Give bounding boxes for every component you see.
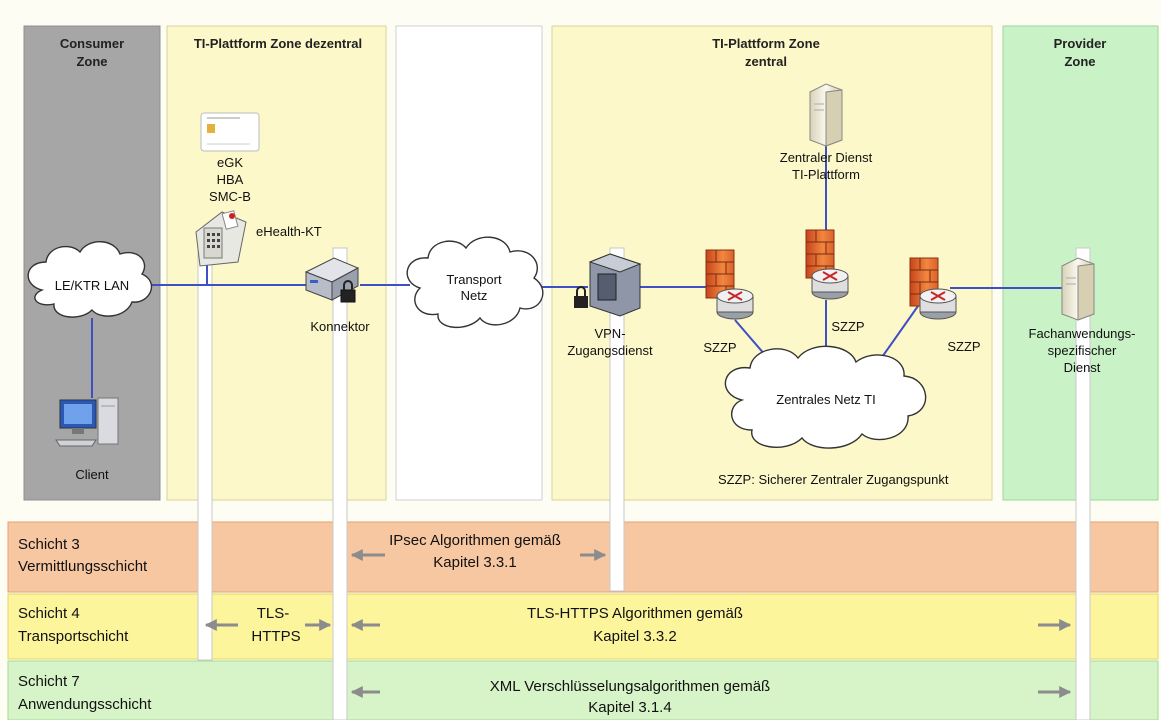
central-server-icon (809, 83, 843, 147)
smartcard-icon (200, 112, 260, 152)
layer-7-text-2: Kapitel 3.1.4 (588, 699, 671, 716)
card-labels: eGK HBA SMC-B (209, 155, 251, 204)
layer-7-label-2: Anwendungsschicht (18, 696, 152, 713)
zentraler-dienst-label-2: TI-Plattform (792, 167, 860, 182)
cloud-zentrales-netz (724, 345, 927, 449)
layer-7-band (7, 660, 1159, 720)
layer-3-band (7, 521, 1159, 593)
layer-arrows (204, 549, 1072, 698)
firewall-router-icon (909, 257, 957, 320)
firewall-router-icon (805, 229, 849, 300)
layer-4-text-1: TLS-HTTPS Algorithmen gemäß (527, 605, 743, 622)
layer-3-text-2: Kapitel 3.3.1 (433, 554, 516, 571)
zentraler-dienst-label-1: Zentraler Dienst (780, 150, 873, 165)
layer-4-text-2: Kapitel 3.3.2 (593, 628, 676, 645)
fachdienst-label-1: Fachanwendungs- (1029, 326, 1136, 341)
vpn-label-1: VPN- (594, 326, 625, 341)
card-hba: HBA (217, 172, 244, 187)
konnektor-icon (304, 257, 360, 303)
layer-7-label-1: Schicht 7 (18, 673, 80, 690)
consumer-zone-title-1: Consumer (60, 36, 124, 51)
ehealth-kt-label: eHealth-KT (256, 224, 322, 239)
zentral-zone-title-1: TI-Plattform Zone (712, 36, 820, 51)
vertical-bars (197, 241, 1091, 720)
bar-konnektor (332, 247, 348, 720)
layer-4-band (7, 593, 1159, 660)
provider-zone-title-1: Provider (1054, 36, 1107, 51)
card-smcb: SMC-B (209, 189, 251, 204)
clouds (27, 236, 927, 449)
fachdienst-label-2: spezifischer (1048, 343, 1117, 358)
transport-netz-label-1: Transport (446, 272, 502, 287)
layer-3-text-1: IPsec Algorithmen gemäß (389, 532, 561, 549)
bar-fachdienst (1075, 247, 1091, 720)
fachdienst-server-icon (1061, 257, 1095, 321)
layer-3-label-2: Vermittlungsschicht (18, 558, 148, 575)
bar-ehealth (197, 241, 213, 661)
bar-vpn (609, 247, 625, 592)
consumer-zone-title-2: Zone (76, 54, 107, 69)
transport-netz-label-2: Netz (461, 288, 488, 303)
layer-4-label-2: Transportschicht (18, 628, 129, 645)
client-computer-icon (55, 397, 119, 447)
firewall-router-icon (705, 249, 754, 320)
vpn-label-2: Zugangsdienst (567, 343, 653, 358)
line-szzp3-netz (879, 305, 919, 361)
provider-zone-title-2: Zone (1064, 54, 1095, 69)
layer-labels: Schicht 3 Vermittlungsschicht Schicht 4 … (18, 536, 152, 713)
szzp-label-2: SZZP (831, 319, 864, 334)
le-lan-label: LE/KTR LAN (55, 278, 129, 293)
fachdienst-label-3: Dienst (1064, 360, 1101, 375)
zentrales-netz-label: Zentrales Netz TI (776, 392, 875, 407)
zone-titles: Consumer Zone TI-Plattform Zone dezentra… (60, 36, 1107, 69)
konnektor-label: Konnektor (310, 319, 370, 334)
szzp-label-3: SZZP (947, 339, 980, 354)
layer-3-label-1: Schicht 3 (18, 536, 80, 553)
client-label: Client (75, 467, 109, 482)
cloud-transport (406, 236, 544, 329)
layer-4-tls-1: TLS- (257, 605, 290, 622)
card-egk: eGK (217, 155, 243, 170)
dezentral-zone-title: TI-Plattform Zone dezentral (194, 36, 362, 51)
layer-4-label-1: Schicht 4 (18, 605, 80, 622)
szzp-label-1: SZZP (703, 340, 736, 355)
card-terminal-icon (195, 210, 247, 267)
cloud-le-lan (27, 241, 153, 318)
szzp-legend: SZZP: Sicherer Zentraler Zugangspunkt (718, 472, 949, 487)
layer-7-text-1: XML Verschlüsselungsalgorithmen gemäß (490, 678, 770, 695)
vpn-gateway-icon (574, 253, 642, 317)
zentral-zone-title-2: zentral (745, 54, 787, 69)
layer-4-tls-2: HTTPS (251, 628, 300, 645)
layer-descriptions: IPsec Algorithmen gemäß Kapitel 3.3.1 TL… (251, 532, 770, 716)
